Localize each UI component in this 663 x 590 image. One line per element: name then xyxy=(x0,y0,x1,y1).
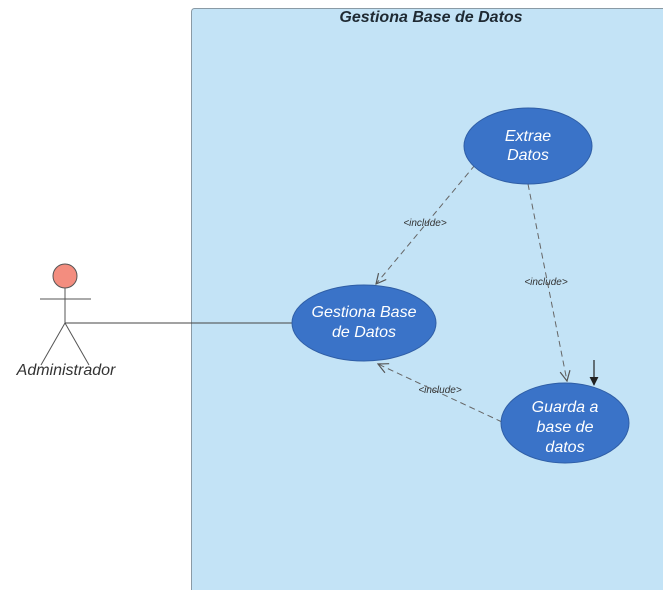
system-boundary xyxy=(191,8,663,590)
include-extrae-guarda xyxy=(527,183,567,381)
use-case-label: base de xyxy=(537,419,594,436)
actor-administrador[interactable]: Administrador xyxy=(16,263,116,379)
use-case-label: Gestiona Base xyxy=(312,304,417,321)
include-guarda-gestiona xyxy=(378,364,503,423)
system-title: Gestiona Base de Datos xyxy=(339,9,522,26)
use-case-guarda-base-de-datos[interactable]: Guarda a base de datos xyxy=(500,382,630,464)
use-case-label: Extrae xyxy=(505,128,551,145)
include-label-2: <include> xyxy=(524,277,568,288)
use-case-label: Guarda a xyxy=(532,399,599,416)
use-case-extrae-datos[interactable]: Extrae Datos xyxy=(463,107,593,185)
use-case-label: de Datos xyxy=(332,324,396,341)
use-case-gestiona-base-de-datos[interactable]: Gestiona Base de Datos xyxy=(291,284,437,362)
actor-left-leg xyxy=(40,322,66,366)
actor-label: Administrador xyxy=(16,362,116,379)
actor-head xyxy=(52,263,78,289)
use-case-label: datos xyxy=(545,439,584,456)
include-label-1: <include> xyxy=(403,218,447,229)
include-extrae-gestiona xyxy=(376,164,476,284)
use-case-label: Datos xyxy=(507,147,549,164)
include-label-3: <include> xyxy=(418,385,462,396)
actor-right-leg xyxy=(64,322,90,366)
